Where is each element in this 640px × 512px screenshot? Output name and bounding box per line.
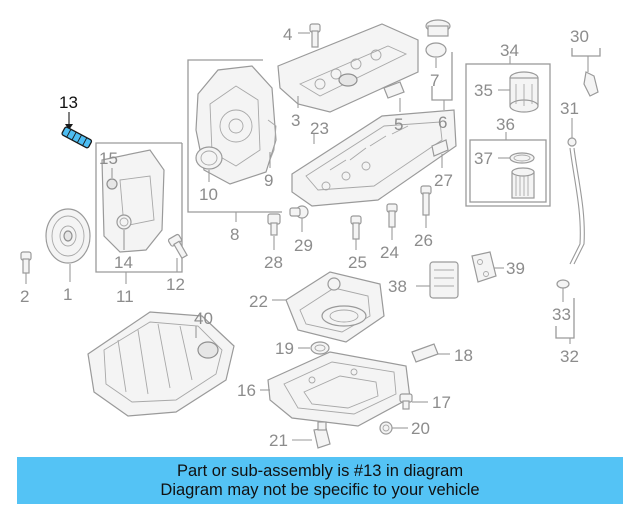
- callout-21[interactable]: 21: [269, 431, 288, 450]
- part-28-sensor[interactable]: [267, 213, 281, 250]
- callout-22[interactable]: 22: [249, 292, 268, 311]
- callout-labels: 1 2 3 4 5 6 7 8 9 10 11 12 14 15 16 17 1…: [20, 25, 589, 450]
- banner-line-disclaimer: Diagram may not be specific to your vehi…: [160, 480, 480, 499]
- callout-4[interactable]: 4: [283, 25, 292, 44]
- part-24-bolt[interactable]: [386, 203, 398, 240]
- callout-40[interactable]: 40: [194, 309, 213, 328]
- part-21-sensor[interactable]: [292, 421, 331, 449]
- callout-34[interactable]: 34: [500, 41, 519, 60]
- part-32-dipstick-group: [555, 298, 575, 344]
- callout-3[interactable]: 3: [291, 111, 300, 130]
- part-info-banner: Part or sub-assembly is #13 in diagram D…: [17, 457, 623, 504]
- callout-13[interactable]: 13: [59, 93, 78, 112]
- callout-39[interactable]: 39: [506, 259, 525, 278]
- callout-38[interactable]: 38: [388, 277, 407, 296]
- callout-1[interactable]: 1: [63, 285, 72, 304]
- callout-2[interactable]: 2: [20, 287, 29, 306]
- part-19-gasket[interactable]: [298, 341, 330, 355]
- callout-29[interactable]: 29: [294, 236, 313, 255]
- part-13-highlighted[interactable]: 13: [59, 93, 93, 149]
- part-18-bracket[interactable]: [411, 343, 450, 363]
- callout-5[interactable]: 5: [394, 115, 403, 134]
- part-4-bolt[interactable]: [298, 23, 321, 48]
- callout-32[interactable]: 32: [560, 347, 579, 366]
- part-6-cap-group: [431, 52, 453, 110]
- callout-37[interactable]: 37: [474, 149, 493, 168]
- part-25-bolt[interactable]: [350, 215, 362, 250]
- part-2-pulley-bolt[interactable]: [20, 251, 32, 284]
- callout-23[interactable]: 23: [310, 119, 329, 138]
- part-5-bracket[interactable]: [383, 81, 405, 112]
- group-34-oil-filter: [465, 56, 551, 207]
- callout-11[interactable]: 11: [116, 287, 134, 306]
- part-30-dipstick-handle[interactable]: [571, 48, 601, 97]
- callout-26[interactable]: 26: [414, 231, 433, 250]
- banner-line-part: Part or sub-assembly is #13 in diagram: [176, 461, 464, 480]
- callout-6[interactable]: 6: [438, 113, 447, 132]
- callout-15[interactable]: 15: [99, 149, 118, 168]
- callout-7[interactable]: 7: [430, 71, 439, 90]
- callout-25[interactable]: 25: [348, 253, 367, 272]
- part-20-seal[interactable]: [379, 421, 408, 435]
- callout-36[interactable]: 36: [496, 115, 515, 134]
- callout-17[interactable]: 17: [432, 393, 451, 412]
- callout-28[interactable]: 28: [264, 253, 283, 272]
- callout-12[interactable]: 12: [166, 275, 185, 294]
- part-37-o-ring[interactable]: [498, 152, 535, 164]
- part-31-seal[interactable]: [567, 118, 577, 147]
- callout-16[interactable]: 16: [237, 381, 256, 400]
- part-dipstick-tube[interactable]: [569, 147, 585, 265]
- part-16-oil-pan[interactable]: [260, 351, 411, 427]
- callout-33[interactable]: 33: [552, 305, 571, 324]
- callout-27[interactable]: 27: [434, 171, 453, 190]
- part-26-stud[interactable]: [420, 185, 432, 228]
- part-17-drain-plug[interactable]: [399, 393, 428, 410]
- part-40-intake-manifold[interactable]: [87, 311, 235, 417]
- part-27-bracket[interactable]: [431, 139, 449, 168]
- part-23-cylinder-head[interactable]: [291, 109, 457, 207]
- callout-24[interactable]: 24: [380, 243, 399, 262]
- part-38-oil-cooler[interactable]: [416, 261, 459, 299]
- callout-35[interactable]: 35: [474, 81, 493, 100]
- part-33-tube-seal[interactable]: [556, 279, 570, 302]
- part-22-oil-baffle[interactable]: [272, 271, 385, 343]
- part-7-oil-cap[interactable]: [425, 19, 451, 68]
- part-29-sensor[interactable]: [289, 205, 309, 232]
- part-36-filter-element[interactable]: [511, 167, 535, 199]
- group-8-timing-cover: [187, 59, 282, 222]
- callout-14[interactable]: 14: [114, 253, 133, 272]
- part-3-valve-cover[interactable]: [277, 23, 419, 113]
- part-35-filter-cap[interactable]: [498, 71, 539, 113]
- callout-10[interactable]: 10: [199, 185, 218, 204]
- group-11-front-cover: [95, 142, 183, 284]
- callout-9[interactable]: 9: [264, 171, 273, 190]
- callout-20[interactable]: 20: [411, 419, 430, 438]
- callout-19[interactable]: 19: [275, 339, 294, 358]
- part-1-crank-pulley[interactable]: [45, 208, 91, 282]
- callout-30[interactable]: 30: [570, 27, 589, 46]
- callout-18[interactable]: 18: [454, 346, 473, 365]
- callout-8[interactable]: 8: [230, 225, 239, 244]
- part-12-bolt[interactable]: [167, 233, 190, 272]
- callout-31[interactable]: 31: [560, 99, 579, 118]
- part-39-gasket[interactable]: [471, 251, 504, 283]
